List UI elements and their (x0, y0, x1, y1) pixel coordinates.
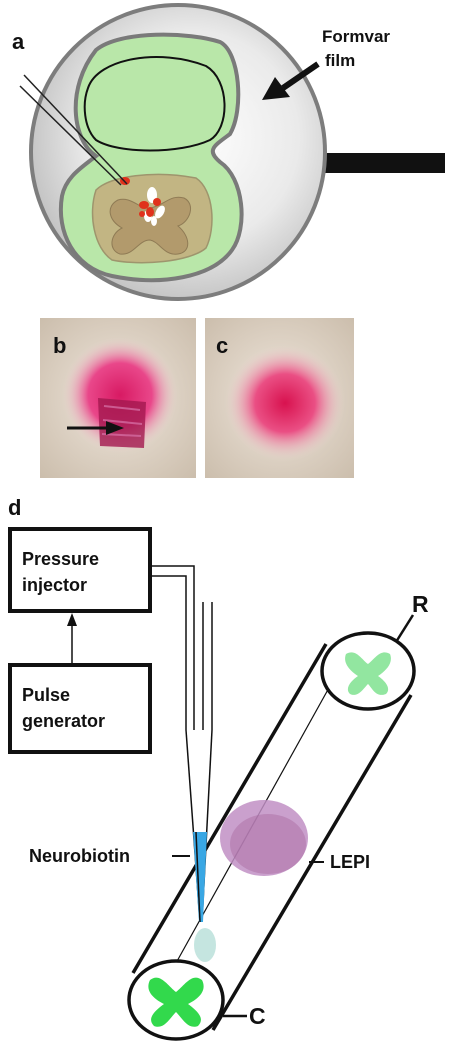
pulse-generator-line1: Pulse (22, 685, 70, 705)
pressure-tubing (150, 565, 195, 602)
rostral-leader (394, 614, 415, 643)
caudal-grey-matter (148, 977, 204, 1027)
panel-c-letter: c (216, 333, 228, 358)
panel-a: a Formvar film (12, 3, 445, 301)
lepi-region-shadow (230, 814, 306, 874)
formvar-arrowhead (262, 77, 290, 100)
dye-spot-c (225, 345, 345, 461)
cord-outline-top (131, 643, 328, 974)
dish-handle (302, 153, 445, 173)
electrode (23, 74, 128, 185)
panel-b: b (40, 318, 196, 478)
dye-crystal-b-texture (101, 405, 143, 437)
red-cell (139, 211, 145, 217)
pulse-generator-box (8, 663, 152, 754)
lepi-label: LEPI (330, 852, 370, 872)
formvar-label-line2: film (325, 51, 355, 70)
white-cell (151, 216, 157, 226)
pulse-generator-line2: generator (22, 711, 105, 731)
red-cell (153, 198, 161, 206)
crystal-arrowhead (106, 421, 124, 435)
white-cell (155, 205, 165, 219)
formvar-arrow (281, 61, 320, 91)
dye-spot-b (62, 337, 178, 453)
panel-a-letter: a (12, 29, 25, 54)
electrode (19, 85, 122, 186)
pressure-injector-box (8, 527, 152, 613)
tracer-drop (194, 928, 216, 962)
red-cell (146, 207, 154, 217)
panel-b-letter: b (53, 333, 66, 358)
rostral-grey-matter (345, 652, 391, 695)
caudal-label: C (249, 1003, 266, 1029)
pressure-injector-line2: injector (22, 575, 87, 595)
panel-d-letter: d (8, 495, 21, 520)
grey-matter-outline (109, 196, 192, 255)
lepi-region (220, 800, 308, 876)
pressure-tubing (150, 575, 187, 602)
panel-c: c (205, 318, 354, 478)
trigger-arrowhead (67, 613, 77, 626)
pressure-injector-line1: Pressure (22, 549, 99, 569)
panel-d: d Pressure injector Pulse generator (8, 495, 429, 1041)
neurobiotin-label: Neurobiotin (29, 846, 130, 866)
micropipette-tip (195, 831, 201, 923)
red-cell (139, 201, 149, 209)
formvar-film-outline (83, 56, 226, 152)
formvar-label-line1: Formvar (322, 27, 390, 46)
rostral-label: R (412, 591, 429, 617)
